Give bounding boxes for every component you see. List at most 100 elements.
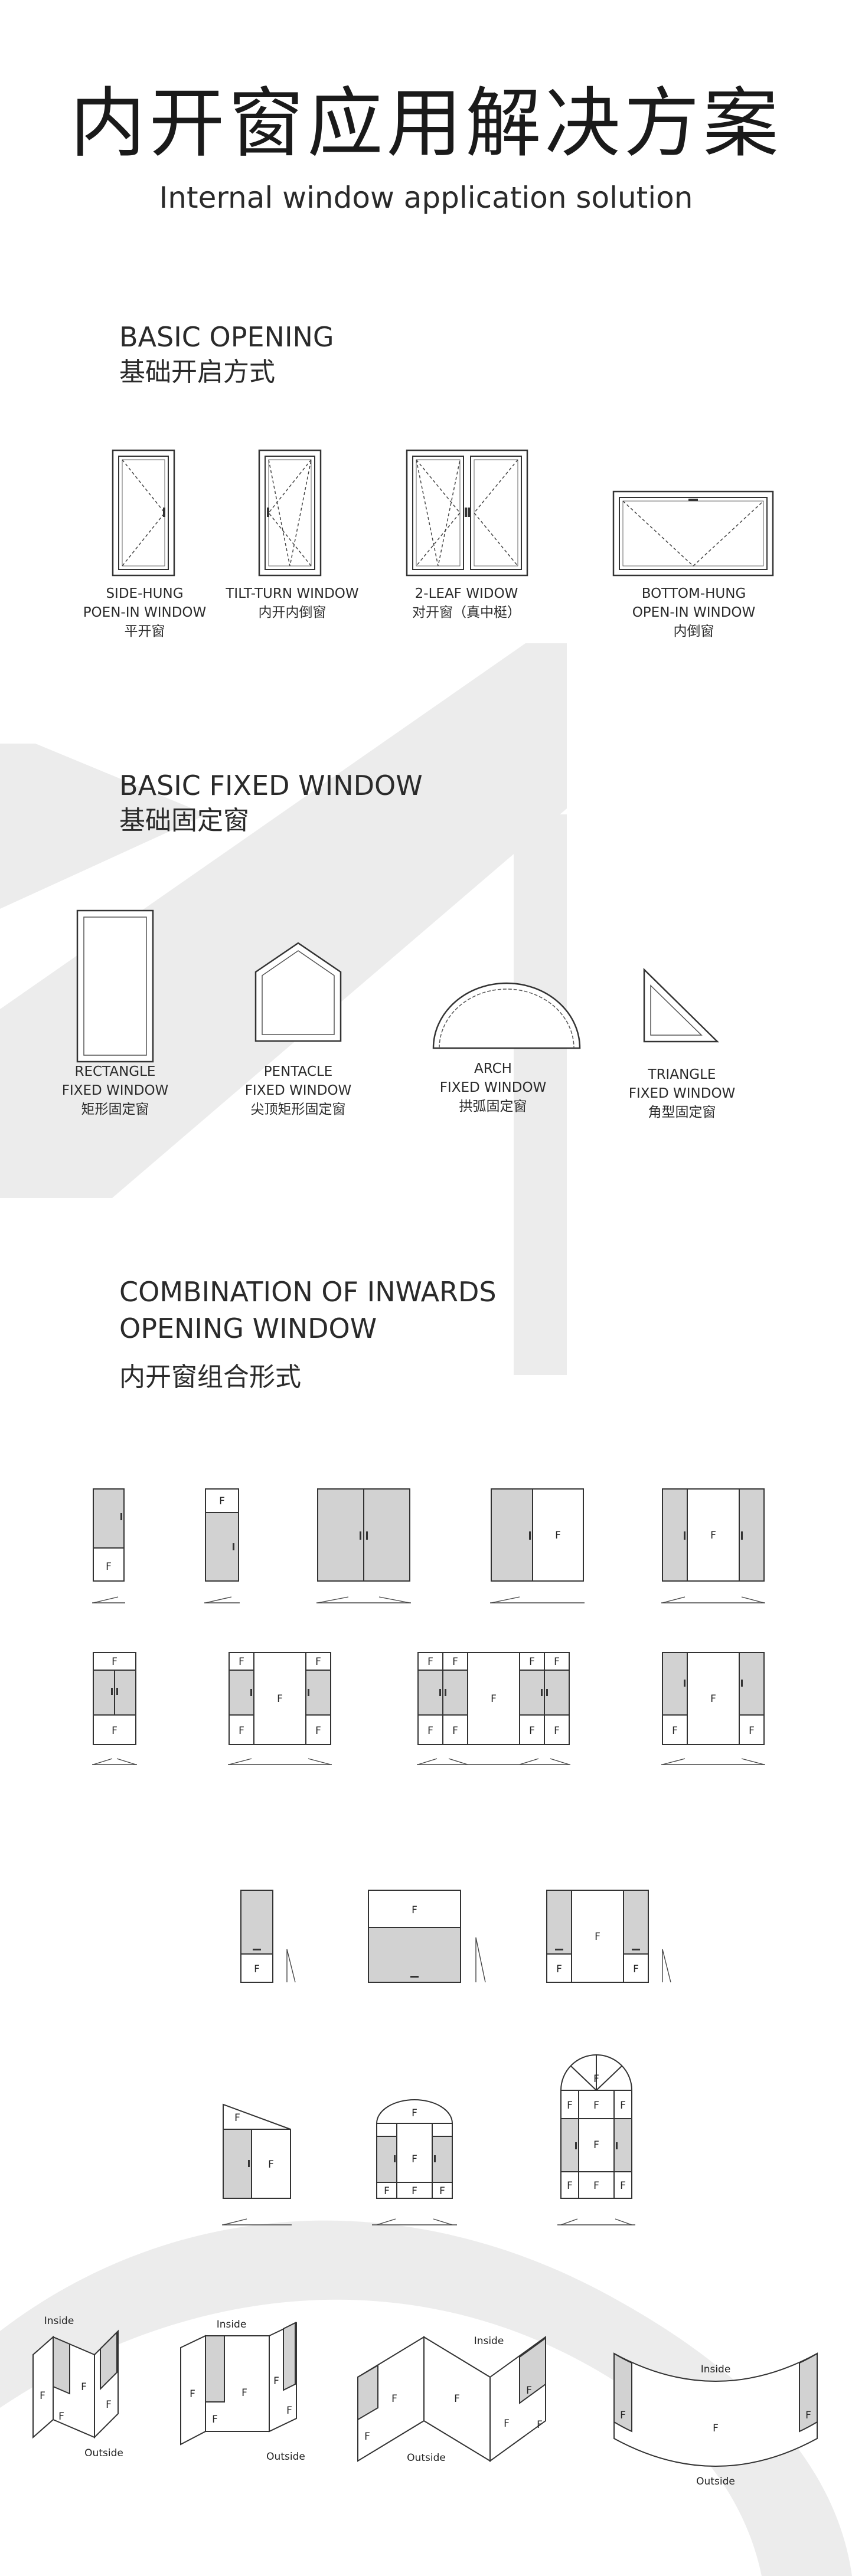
fixed-label: F [391, 2393, 397, 2405]
fixed-label: F [805, 2410, 811, 2421]
fixed-label: F [710, 1693, 716, 1705]
caption-line: FIXED WINDOW [628, 1086, 736, 1101]
outside-label: Outside [84, 2447, 123, 2459]
fixed-label: F [454, 2393, 460, 2405]
page-subtitle: Internal window application solution [159, 181, 693, 215]
caption-line: 平开窗 [124, 624, 165, 639]
combo-3-2: F [368, 1890, 486, 1983]
bay-window-curved: Inside Outside F F F [613, 2352, 818, 2487]
fixed-label: F [439, 2185, 445, 2197]
caption-line: 矩形固定窗 [81, 1102, 149, 1117]
fixed-label: F [620, 2410, 626, 2421]
inside-label: Inside [217, 2319, 247, 2330]
section-title-line: OPENING WINDOW [119, 1312, 377, 1345]
fixed-label: F [491, 1693, 497, 1705]
caption-line: PENTACLE [263, 1064, 333, 1079]
combo-2-4: F F F [661, 1652, 765, 1765]
caption-triangle: TRIANGLE FIXED WINDOW 角型固定窗 [602, 1065, 762, 1122]
caption-line: ARCH [474, 1061, 512, 1076]
fixed-label: F [537, 2419, 543, 2431]
fixed-label: F [412, 2185, 417, 2197]
fixed-label: F [254, 1963, 260, 1975]
arch-fixed-window-icon [432, 982, 581, 1049]
section-title-basic-opening: BASIC OPENING [119, 321, 334, 353]
inside-label: Inside [44, 2315, 74, 2327]
fixed-label: F [286, 2405, 292, 2417]
combo-1-1: F [92, 1488, 125, 1603]
fixed-label: F [106, 1561, 112, 1573]
fixed-label: F [190, 2388, 195, 2400]
inside-label: Inside [701, 2364, 731, 2375]
fixed-label: F [593, 2100, 599, 2112]
combo-1-3 [316, 1488, 411, 1603]
caption-line: FIXED WINDOW [439, 1080, 547, 1095]
fixed-label: F [672, 1725, 678, 1737]
fixed-label: F [504, 2418, 510, 2430]
bay-window-2: Inside Outside F F F F F [180, 2319, 305, 2463]
fixed-label: F [315, 1725, 321, 1737]
fixed-label: F [427, 1725, 433, 1737]
caption-pentacle: PENTACLE FIXED WINDOW 尖顶矩形固定窗 [218, 1062, 378, 1119]
fixed-label: F [749, 1725, 755, 1737]
fixed-label: F [277, 1693, 283, 1705]
fixed-label: F [412, 2107, 417, 2119]
fixed-label: F [412, 1904, 417, 1916]
caption-line: OPEN-IN WINDOW [632, 605, 756, 620]
fixed-label: F [620, 2180, 626, 2192]
fixed-label: F [268, 2159, 274, 2171]
fixed-label: F [593, 2073, 599, 2085]
fixed-label: F [315, 1656, 321, 1668]
page-title: 内开窗应用解决方案 [70, 80, 782, 168]
triangle-fixed-window-icon [643, 968, 719, 1043]
fixed-label: F [452, 1725, 458, 1737]
caption-line: POEN-IN WINDOW [83, 605, 207, 620]
fixed-label: F [427, 1656, 433, 1668]
caption-line: 拱弧固定窗 [459, 1099, 527, 1114]
combo-4-3: F F F F F F F F [557, 2054, 635, 2225]
combo-3-1: F [240, 1890, 296, 1983]
fixed-label: F [241, 2387, 247, 2399]
combo-1-4: F [490, 1488, 585, 1603]
caption-line: 2-LEAF WIDOW [414, 586, 518, 601]
caption-bottom-hung: BOTTOM-HUNG OPEN-IN WINDOW 内倒窗 [608, 584, 779, 641]
pentacle-fixed-window-icon [254, 942, 342, 1042]
fixed-label: F [239, 1656, 244, 1668]
combo-2-1: F F [92, 1652, 137, 1765]
caption-line: FIXED WINDOW [244, 1083, 352, 1098]
bay-window-1: Inside Outside F F F F [32, 2315, 123, 2459]
caption-rectangle: RECTANGLE FIXED WINDOW 矩形固定窗 [35, 1062, 195, 1119]
caption-line: 内开内倒窗 [258, 605, 327, 620]
fixed-label: F [273, 2375, 279, 2387]
fixed-label: F [595, 1931, 600, 1943]
caption-line: FIXED WINDOW [61, 1083, 169, 1098]
two-leaf-window-icon [406, 449, 528, 577]
fixed-label: F [58, 2411, 64, 2423]
fixed-label: F [567, 2180, 573, 2192]
fixed-label: F [81, 2381, 87, 2393]
section-title-line: COMBINATION OF INWARDS [119, 1276, 497, 1308]
fixed-label: F [554, 1725, 560, 1737]
combo-1-2: F [204, 1488, 240, 1603]
outside-label: Outside [407, 2452, 446, 2464]
inside-label: Inside [474, 2335, 504, 2347]
caption-tilt-turn: TILT-TURN WINDOW 内开内倒窗 [213, 584, 372, 622]
fixed-label: F [529, 1725, 535, 1737]
caption-line: BOTTOM-HUNG [641, 586, 746, 601]
combo-2-3: F F F F F F F F F [417, 1652, 570, 1765]
fixed-label: F [554, 1656, 560, 1668]
section-subtitle-basic-opening: 基础开启方式 [119, 357, 275, 387]
fixed-label: F [567, 2100, 573, 2112]
bottom-hung-window-icon [612, 490, 774, 577]
fixed-label: F [112, 1725, 117, 1737]
fixed-label: F [593, 2180, 599, 2192]
caption-line: TRIANGLE [648, 1067, 716, 1082]
combo-4-2: F F F F F [372, 2099, 457, 2225]
fixed-label: F [526, 2385, 532, 2397]
caption-line: 对开窗（真中梃） [412, 605, 521, 620]
caption-line: 尖顶矩形固定窗 [250, 1102, 346, 1117]
fixed-label: F [234, 2112, 240, 2124]
fixed-label: F [106, 2399, 112, 2411]
fixed-label: F [593, 2139, 599, 2151]
combination-diagrams: .fr{fill:#fff;stroke:#333;stroke-width:2… [32, 1488, 818, 2487]
